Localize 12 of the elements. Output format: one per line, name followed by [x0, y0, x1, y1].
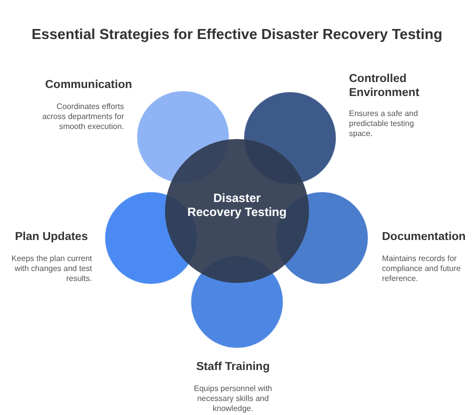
strategy-description: Coordinates efforts across departments for smooth execution. [41, 102, 124, 132]
strategy-heading: Staff Training [195, 360, 271, 374]
strategy-description: Equips personnel with necessary skills and knowledge. [192, 384, 274, 414]
strategy-heading: Communication [44, 78, 132, 92]
center-label: Disaster Recovery Testing [187, 191, 287, 219]
strategy-heading: Documentation [382, 230, 467, 244]
strategy-heading: Controlled Environment [349, 72, 420, 100]
strategy-description: Maintains records for compliance and future reference. [382, 254, 462, 284]
strategy-heading: Plan Updates [15, 230, 89, 244]
diagram-title: Essential Strategies for Effective Disaster Recovery Testing [30, 27, 444, 43]
strategy-description: Ensures a safe and predictable testing space. [349, 109, 419, 139]
strategy-description: Keeps the plan current with changes and test results. [10, 254, 92, 284]
